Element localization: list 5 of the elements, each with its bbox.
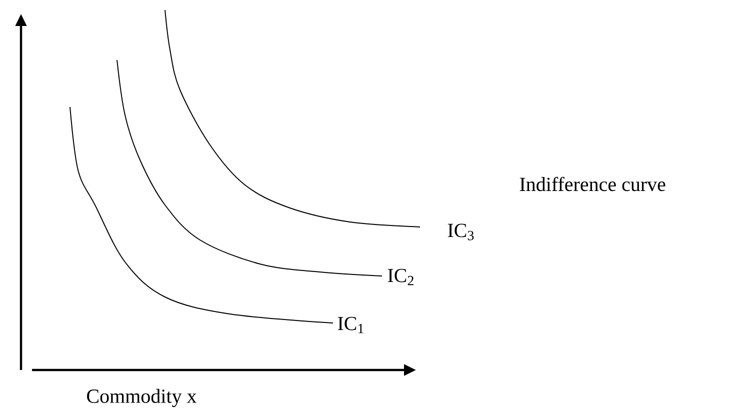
curve-label: IC$_{2}$ [388,268,414,286]
curve-label: Indifference curve [520,176,666,192]
curve-label: IC$_{3}$ [448,224,474,240]
curve-label: IC$_{1}$ [338,316,364,334]
axis-label: Commodity x [87,388,197,408]
